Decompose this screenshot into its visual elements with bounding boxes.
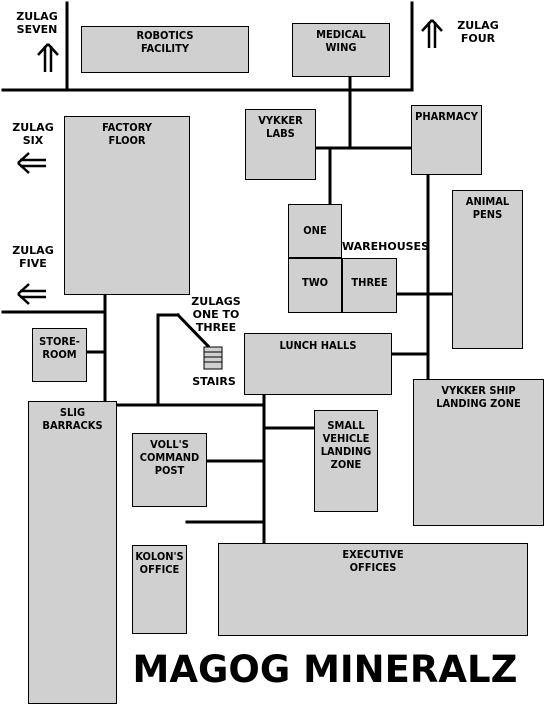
executive-offices: EXECUTIVE OFFICES xyxy=(218,543,528,636)
volls-command-post: VOLL'S COMMAND POST xyxy=(132,433,207,507)
warehouse-three: THREE xyxy=(342,258,397,313)
zulag-seven-label: ZULAG SEVEN xyxy=(16,10,58,36)
arrow-left-icon xyxy=(17,283,46,305)
factory-floor: FACTORY FLOOR xyxy=(64,116,190,295)
pharmacy: PHARMACY xyxy=(411,105,482,175)
zulag-five-label: ZULAG FIVE xyxy=(12,244,54,270)
arrow-up-icon xyxy=(421,19,443,48)
kolons-office: KOLON'S OFFICE xyxy=(132,545,187,634)
slig-barracks: SLIG BARRACKS xyxy=(28,401,117,704)
small-vehicle-landing-zone: SMALL VEHICLE LANDING ZONE xyxy=(314,410,378,512)
vykker-ship-landing-zone: VYKKER SHIP LANDING ZONE xyxy=(413,379,544,526)
robotics-facility: ROBOTICS FACILITY xyxy=(81,26,249,73)
zulags-one-to-three-label: ZULAGS ONE TO THREE xyxy=(191,295,241,334)
vykker-labs: VYKKER LABS xyxy=(245,109,316,180)
map-title: MAGOG MINERALZ xyxy=(132,648,518,691)
warehouse-one: ONE xyxy=(288,204,342,258)
warehouse-two: TWO xyxy=(288,258,342,313)
lunch-halls: LUNCH HALLS xyxy=(244,333,392,395)
zulag-six-label: ZULAG SIX xyxy=(12,121,54,147)
stairs-label: STAIRS xyxy=(192,375,236,388)
storeroom: STORE- ROOM xyxy=(32,328,87,382)
animal-pens: ANIMAL PENS xyxy=(452,190,523,349)
stairs-icon xyxy=(203,346,223,370)
warehouses-label: WAREHOUSES xyxy=(342,240,429,253)
arrow-up-icon xyxy=(37,43,59,72)
medical-wing: MEDICAL WING xyxy=(292,23,390,77)
zulag-four-label: ZULAG FOUR xyxy=(457,19,499,45)
arrow-left-icon xyxy=(17,152,46,174)
